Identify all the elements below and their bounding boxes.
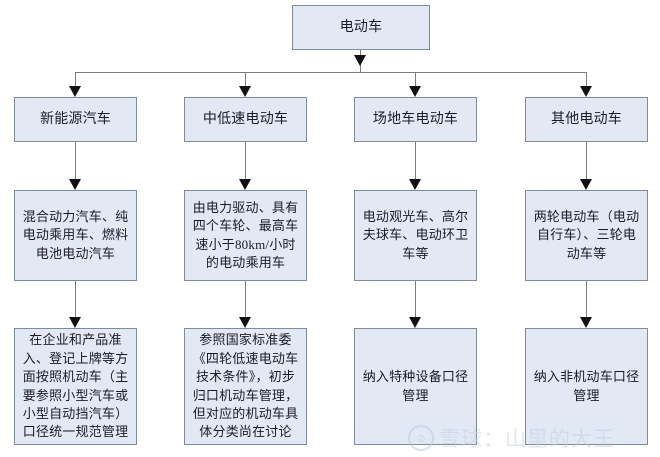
node-description-1: 混合动力汽车、纯电动乘用车、燃料电池电动汽车	[14, 190, 137, 281]
connector-category-3-to-desc-3	[415, 142, 416, 184]
node-root: 电动车	[292, 5, 430, 50]
arrow-to-desc-1	[69, 179, 81, 190]
connector-bus-to-category-1	[75, 72, 76, 90]
node-policy-4: 纳入非机动车口径管理	[525, 328, 648, 445]
arrow-to-category-2	[239, 86, 251, 97]
node-category-4: 其他电动车	[525, 97, 648, 142]
arrow-to-desc-4	[580, 179, 592, 190]
connector-bus	[75, 72, 586, 73]
connector-desc-4-to-policy-4	[586, 281, 587, 323]
node-policy-4-label: 纳入非机动车口径管理	[533, 369, 640, 403]
arrow-to-desc-2	[239, 179, 251, 190]
node-description-4-label: 两轮电动车（电动自行车）、三轮电动车等	[533, 208, 640, 261]
node-description-3-label: 电动观光车、高尔夫球车、电动环卫车等	[362, 208, 469, 261]
arrow-to-category-4	[580, 86, 592, 97]
node-category-3-label: 场地车电动车	[372, 111, 459, 127]
node-description-2: 由电力驱动、具有四个车轮、最高车速小于80km/小时的电动乘用车	[184, 190, 307, 281]
node-policy-2: 参照国家标准委《四轮低速电动车技术条件》，初步归口机动车管理，但对应的机动车具体…	[184, 328, 307, 445]
node-category-3: 场地车电动车	[354, 97, 477, 142]
connector-bus-to-category-4	[586, 72, 587, 90]
node-policy-2-label: 参照国家标准委《四轮低速电动车技术条件》，初步归口机动车管理，但对应的机动车具体…	[192, 332, 299, 440]
connector-bus-to-category-3	[415, 72, 416, 90]
arrow-to-policy-4	[580, 317, 592, 328]
arrow-to-desc-3	[409, 179, 421, 190]
connector-desc-3-to-policy-3	[415, 281, 416, 323]
node-policy-1-label: 在企业和产品准入、登记上牌等方面按照机动车（主要参照小型汽车或小型自动挡汽车）口…	[22, 332, 129, 440]
connector-bus-to-category-2	[245, 72, 246, 90]
node-root-label: 电动车	[339, 19, 383, 35]
connector-desc-2-to-policy-2	[245, 281, 246, 323]
node-description-2-label: 由电力驱动、具有四个车轮、最高车速小于80km/小时的电动乘用车	[192, 199, 299, 270]
arrow-to-category-3	[409, 86, 421, 97]
node-category-2-label: 中低速电动车	[202, 111, 289, 127]
node-policy-3: 纳入特种设备口径管理	[354, 328, 477, 445]
arrow-to-category-1	[69, 86, 81, 97]
node-description-1-label: 混合动力汽车、纯电动乘用车、燃料电池电动汽车	[22, 208, 129, 261]
arrow-to-policy-1	[69, 317, 81, 328]
arrow-root-to-bus	[354, 55, 366, 66]
node-category-1: 新能源汽车	[14, 97, 137, 142]
node-category-1-label: 新能源汽车	[40, 111, 111, 127]
node-policy-3-label: 纳入特种设备口径管理	[362, 369, 469, 403]
connector-category-2-to-desc-2	[245, 142, 246, 184]
node-category-4-label: 其他电动车	[551, 111, 622, 127]
arrow-to-policy-3	[409, 317, 421, 328]
node-policy-1: 在企业和产品准入、登记上牌等方面按照机动车（主要参照小型汽车或小型自动挡汽车）口…	[14, 328, 137, 445]
connector-category-1-to-desc-1	[75, 142, 76, 184]
arrow-to-policy-2	[239, 317, 251, 328]
node-description-3: 电动观光车、高尔夫球车、电动环卫车等	[354, 190, 477, 281]
node-description-4: 两轮电动车（电动自行车）、三轮电动车等	[525, 190, 648, 281]
connector-desc-1-to-policy-1	[75, 281, 76, 323]
connector-category-4-to-desc-4	[586, 142, 587, 184]
node-category-2: 中低速电动车	[184, 97, 307, 142]
